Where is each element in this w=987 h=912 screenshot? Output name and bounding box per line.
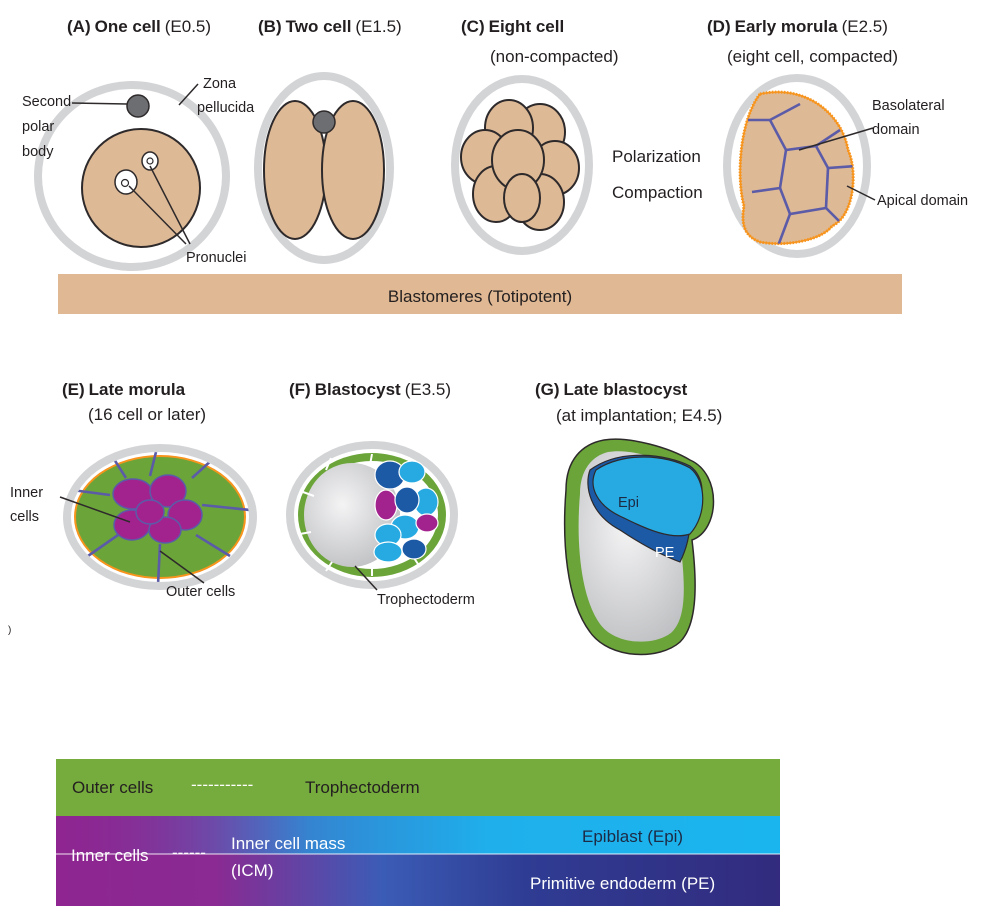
panel-g-note: (at implantation; E4.5)	[556, 406, 722, 425]
trophectoderm-bar-label: Trophectoderm	[305, 778, 420, 797]
panel-d-early-morula: (D)Early morula(E2.5) (eight cell, compa…	[707, 17, 968, 258]
polarization-label: Polarization	[612, 147, 701, 166]
dashes-top: -----------	[191, 775, 253, 794]
outer-cells-label: Outer cells	[166, 584, 235, 600]
panel-c-title: (C)Eight cell	[461, 17, 564, 36]
basolateral-domain-label: Basolateral domain	[872, 98, 949, 138]
epiblast-bar-label: Epiblast (Epi)	[582, 827, 683, 846]
dashes-bottom: ------	[172, 843, 206, 862]
panel-e-title: (E)Late morula	[62, 380, 186, 399]
epi-label: Epi	[618, 495, 639, 511]
second-polar-body-shape	[127, 95, 149, 117]
panel-a-one-cell: (A)One cell(E0.5) Second polar body Zona…	[22, 17, 255, 271]
panel-f-title: (F)Blastocyst(E3.5)	[289, 380, 451, 399]
pronuclei-label: Pronuclei	[186, 250, 246, 266]
panel-g-title: (G)Late blastocyst	[535, 380, 688, 399]
panel-c-note: (non-compacted)	[490, 47, 619, 66]
panel-a-title: (A)One cell(E0.5)	[67, 17, 211, 36]
icm-bar-label: (ICM)	[231, 861, 273, 880]
inner-cell-mass-bar-label: Inner cell mass	[231, 834, 345, 853]
stray-mark: )	[8, 625, 11, 636]
polar-body	[313, 111, 335, 133]
apical-domain-label: Apical domain	[877, 193, 968, 209]
panel-b-two-cell: (B)Two cell(E1.5)	[254, 17, 402, 264]
panel-d-note: (eight cell, compacted)	[727, 47, 898, 66]
blastomeres-bar-label: Blastomeres (Totipotent)	[388, 287, 572, 306]
compaction-label: Compaction	[612, 183, 703, 202]
panel-g-late-blastocyst: (G)Late blastocyst (at implantation; E4.…	[535, 380, 722, 654]
panel-b-title: (B)Two cell(E1.5)	[258, 17, 402, 36]
polar-body-leader	[72, 103, 127, 104]
trophectoderm-label: Trophectoderm	[377, 592, 475, 608]
panel-f-blastocyst: (F)Blastocyst(E3.5) Trophec	[286, 380, 475, 608]
panel-e-late-morula: (E)Late morula (16 cell or later) Inner	[8, 380, 257, 636]
lineage-bars: Outer cells ----------- Trophectoderm In…	[56, 759, 780, 906]
panel-c-eight-cell: (C)Eight cell (non-compacted)	[451, 17, 619, 255]
inner-cells-label: Inner cells	[10, 485, 47, 525]
panel-e-note: (16 cell or later)	[88, 405, 206, 424]
pe-label: PE	[655, 545, 675, 561]
panel-d-title: (D)Early morula(E2.5)	[707, 17, 888, 36]
primitive-endoderm-bar-label: Primitive endoderm (PE)	[530, 874, 715, 893]
zona-pellucida-label: Zona pellucida	[197, 76, 255, 116]
outer-cells-bar-label: Outer cells	[72, 778, 153, 797]
blastomeres-bar: Blastomeres (Totipotent)	[58, 274, 902, 314]
inner-cells-bar-label: Inner cells	[71, 846, 148, 865]
